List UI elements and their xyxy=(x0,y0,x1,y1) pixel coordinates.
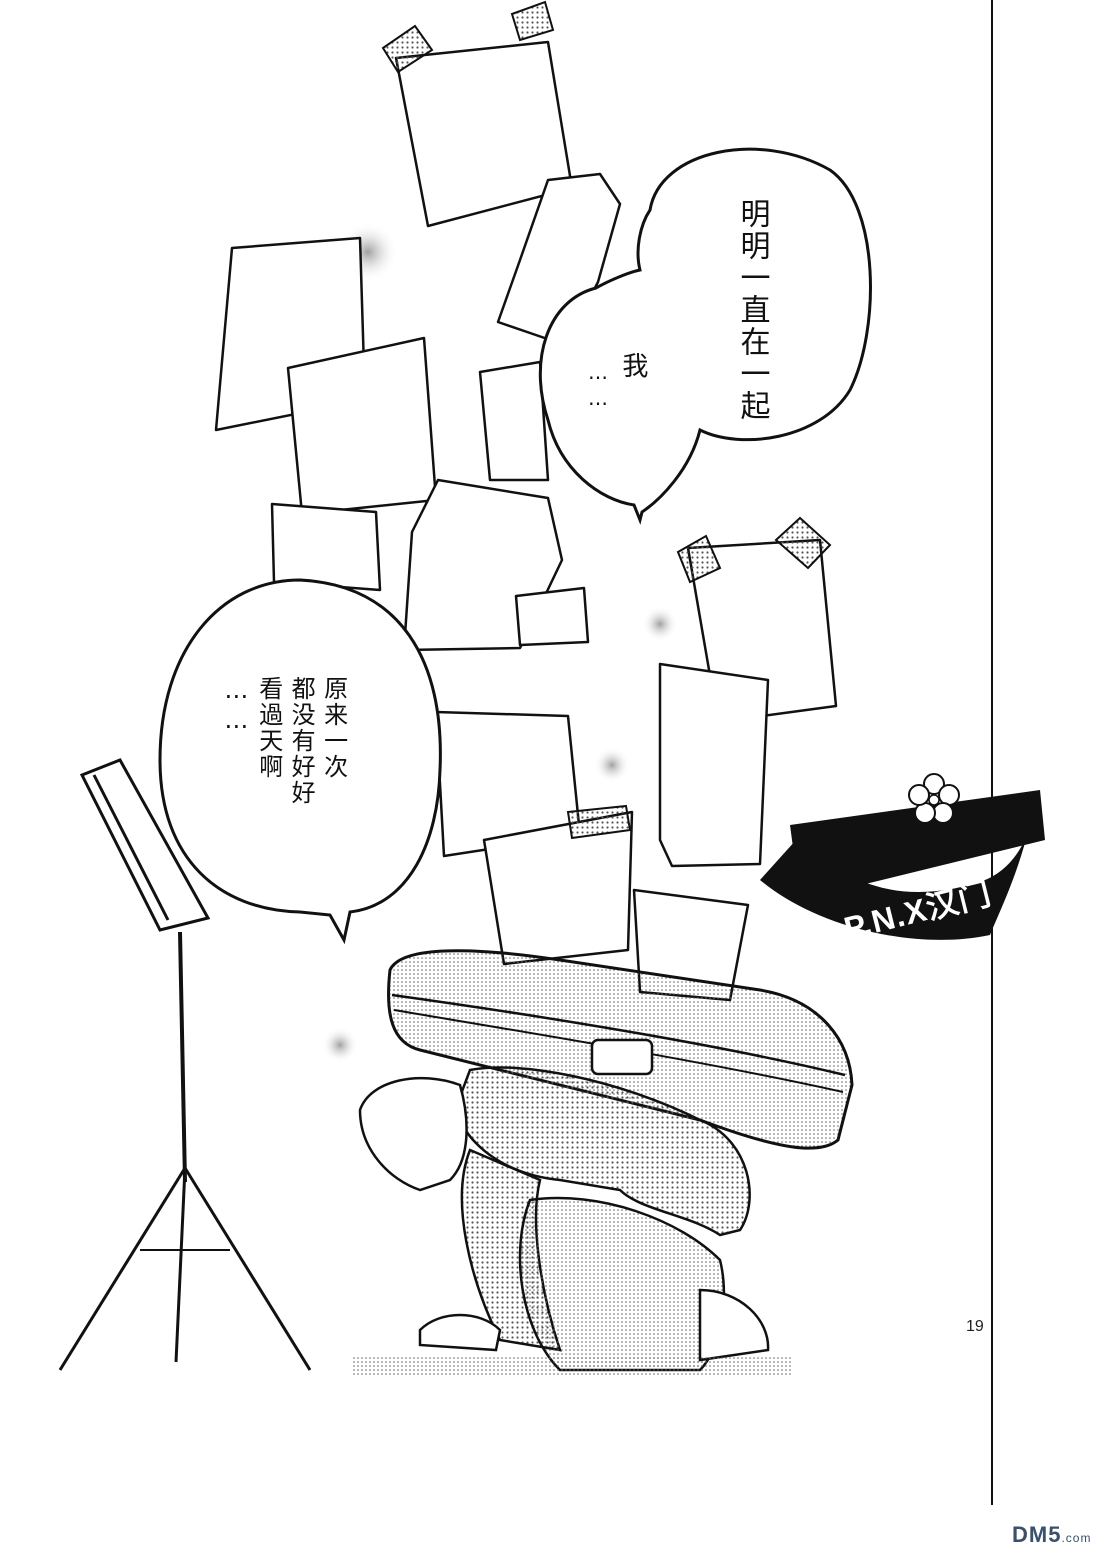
paper-sheet xyxy=(482,810,634,966)
watermark-text: DM5 xyxy=(1012,1522,1062,1547)
tape xyxy=(566,804,632,840)
speech-bubble-main xyxy=(538,147,872,525)
sparkle xyxy=(322,1027,358,1063)
watermark: DM5.com xyxy=(1012,1522,1091,1548)
flower-icon xyxy=(908,773,960,824)
sparkle xyxy=(642,606,678,642)
kneeling-person xyxy=(352,1066,792,1377)
paper-sheet xyxy=(658,662,770,868)
violin-case-handle xyxy=(590,1038,654,1076)
tape xyxy=(510,0,555,42)
tape xyxy=(381,24,434,74)
sparkle xyxy=(594,747,630,783)
paper-sheet xyxy=(270,502,382,592)
violin-case xyxy=(387,949,854,1150)
dialogue-text-group: 原来一次 都没有好好 看過天啊 …… xyxy=(220,676,350,806)
paper-sheet xyxy=(286,336,438,516)
paper-sheet xyxy=(514,586,590,647)
tape xyxy=(774,516,832,570)
speech-bubble-side xyxy=(158,578,442,945)
dialogue-text: 明明一直在一起 xyxy=(734,198,770,422)
tape-pieces xyxy=(381,0,832,840)
dialogue-line: 都没有好好 xyxy=(287,676,316,806)
dialogue-text: 我 xyxy=(617,352,648,380)
music-stand xyxy=(58,758,312,1371)
stamp-banner xyxy=(760,773,1045,940)
dialogue-line: …… xyxy=(222,676,251,736)
music-stand-tray xyxy=(79,758,211,932)
page-number: 19 xyxy=(966,1318,984,1335)
dialogue-line: 原来一次 xyxy=(319,676,348,780)
watermark-suffix: .com xyxy=(1061,1531,1092,1545)
dialogue-ellipsis: …… xyxy=(586,360,610,412)
dialogue-line: 看過天啊 xyxy=(254,676,283,780)
paper-sheet xyxy=(478,360,550,482)
tape xyxy=(676,534,722,584)
paper-sheets xyxy=(214,40,838,1002)
